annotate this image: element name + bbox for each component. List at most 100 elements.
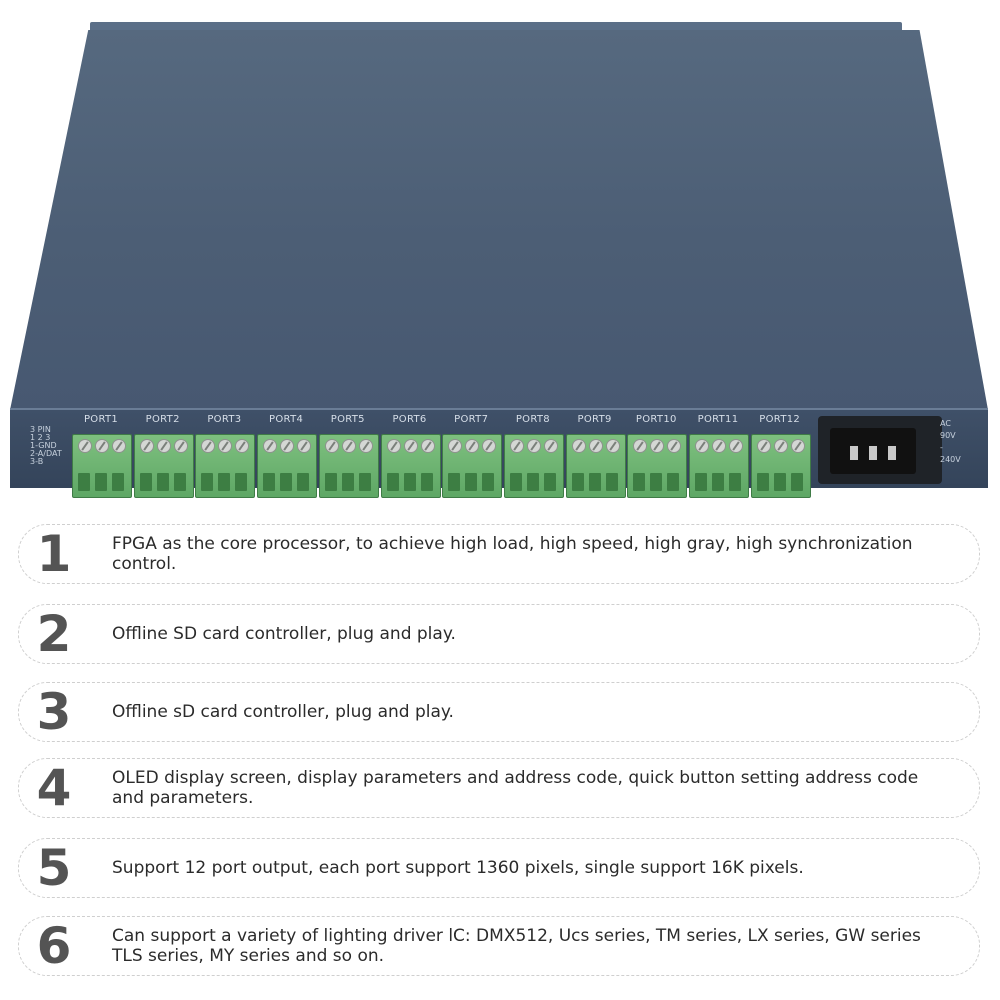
- wire-slot: [218, 473, 231, 491]
- feature-number: 4: [36, 759, 72, 817]
- screw-icon: [358, 439, 373, 453]
- port-6: PORT6: [379, 414, 441, 498]
- feature-item: 5 Support 12 port output, each port supp…: [18, 838, 980, 898]
- device-lid: [10, 30, 988, 410]
- product-photo: 3 PIN 1 2 3 1-GND 2-A/DAT 3-B PORT1 PORT2…: [0, 0, 1000, 505]
- terminal-block: [133, 434, 194, 498]
- screw-icon: [773, 439, 788, 453]
- feature-number: 2: [36, 605, 72, 663]
- power-rating-line: -: [940, 443, 943, 452]
- wire-slot: [386, 473, 399, 491]
- port-1: PORT1: [70, 414, 132, 498]
- screw-icon: [756, 439, 771, 453]
- screw-icon: [790, 439, 805, 453]
- screw-icon: [448, 439, 463, 453]
- terminal-block: [257, 434, 318, 498]
- screw-icon: [386, 439, 401, 453]
- feature-text: Offline SD card controller, plug and pla…: [112, 624, 456, 644]
- terminal-block: [72, 434, 132, 498]
- screw-icon: [156, 439, 171, 453]
- terminal-block: [442, 434, 503, 498]
- port-12: PORT12: [749, 414, 811, 498]
- power-prong: [888, 446, 896, 460]
- port-8: PORT8: [502, 414, 564, 498]
- wire-slot: [695, 473, 707, 491]
- screw-icon: [173, 439, 188, 453]
- screw-icon: [729, 439, 743, 453]
- terminal-block: [380, 434, 441, 498]
- wire-slot: [729, 473, 741, 491]
- screw-icon: [341, 439, 356, 453]
- wire-slot: [280, 473, 293, 491]
- pin-legend: 3 PIN 1 2 3 1-GND 2-A/DAT 3-B: [30, 426, 62, 466]
- screw-icon: [263, 439, 278, 453]
- screw-icon: [509, 439, 524, 453]
- power-rating-line: 90V: [940, 431, 956, 440]
- wire-slot: [465, 473, 478, 491]
- screw-icon: [95, 439, 109, 453]
- wire-slot: [420, 473, 433, 491]
- pin-legend-line: 3-B: [30, 457, 44, 466]
- feature-text: OLED display screen, display parameters …: [112, 768, 919, 808]
- screw-icon: [324, 439, 339, 453]
- port-label: PORT8: [515, 414, 550, 425]
- wire-slot: [235, 473, 248, 491]
- feature-number: 6: [36, 917, 72, 975]
- screw-icon: [667, 439, 682, 453]
- feature-text: Offline sD card controller, plug and pla…: [112, 702, 454, 722]
- power-socket: [818, 416, 942, 484]
- terminal-block: [627, 434, 688, 498]
- terminal-block: [750, 434, 811, 498]
- port-label: PORT2: [145, 414, 180, 425]
- screw-icon: [139, 439, 154, 453]
- screw-icon: [297, 439, 312, 453]
- terminal-block: [318, 434, 379, 498]
- wire-slot: [773, 473, 786, 491]
- port-label: PORT10: [635, 414, 677, 425]
- screw-icon: [482, 439, 497, 453]
- power-rating-line: AC: [940, 419, 951, 428]
- feature-item: 1 FPGA as the core processor, to achieve…: [18, 524, 980, 584]
- wire-slot: [482, 473, 495, 491]
- feature-number: 1: [36, 525, 72, 583]
- wire-slot: [712, 473, 724, 491]
- feature-number: 3: [36, 683, 72, 741]
- wire-slot: [263, 473, 276, 491]
- power-prong: [850, 446, 858, 460]
- wire-slot: [605, 473, 618, 491]
- terminal-block: [565, 434, 626, 498]
- pin-legend-line: 3 PIN: [30, 425, 51, 434]
- wire-slot: [78, 473, 90, 491]
- feature-text: Can support a variety of lighting driver…: [112, 926, 921, 966]
- feature-item: 6 Can support a variety of lighting driv…: [18, 916, 980, 976]
- feature-text: FPGA as the core processor, to achieve h…: [112, 534, 913, 574]
- feature-item: 2 Offline SD card controller, plug and p…: [18, 604, 980, 664]
- port-label: PORT9: [577, 414, 612, 425]
- screw-icon: [403, 439, 418, 453]
- wire-slot: [156, 473, 169, 491]
- power-socket-inner: [830, 428, 916, 474]
- wire-slot: [790, 473, 803, 491]
- screw-icon: [465, 439, 480, 453]
- wire-slot: [571, 473, 584, 491]
- port-3: PORT3: [193, 414, 256, 498]
- wire-slot: [650, 473, 663, 491]
- wire-slot: [667, 473, 680, 491]
- wire-slot: [509, 473, 522, 491]
- feature-text: Support 12 port output, each port suppor…: [112, 858, 804, 878]
- port-11: PORT11: [687, 414, 749, 498]
- device-top-edge: [90, 22, 902, 32]
- terminal-block: [689, 434, 749, 498]
- wire-slot: [201, 473, 214, 491]
- power-rating: AC 90V - 240V: [940, 418, 961, 466]
- screw-icon: [588, 439, 603, 453]
- screw-icon: [112, 439, 126, 453]
- feature-number: 5: [36, 839, 72, 897]
- port-4: PORT4: [255, 414, 318, 498]
- screw-icon: [695, 439, 709, 453]
- wire-slot: [448, 473, 461, 491]
- port-7: PORT7: [440, 414, 503, 498]
- screw-icon: [280, 439, 295, 453]
- screw-icon: [218, 439, 233, 453]
- pin-legend-line: 2-A/DAT: [30, 449, 62, 458]
